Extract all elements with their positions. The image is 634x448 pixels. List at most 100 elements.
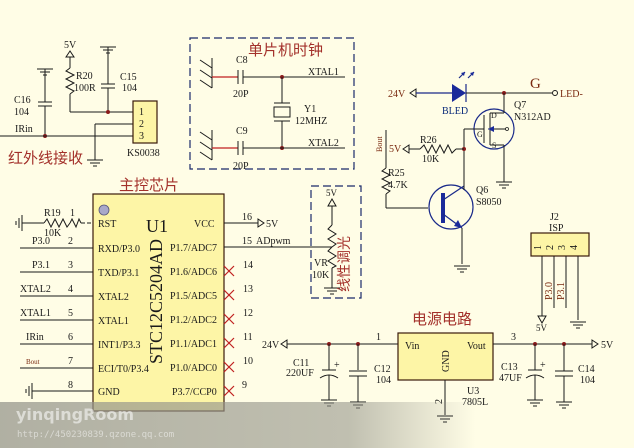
supply-arrow-icon	[65, 50, 75, 58]
ground-icon	[15, 214, 23, 232]
mcu-section: 主控芯片 U1 STC12C5204AD R19 10K 1 RST P3.0 …	[15, 176, 323, 412]
y1-value: 12MHZ	[295, 116, 327, 127]
isp-ref: J2	[550, 212, 559, 223]
ks0038-pin-3: 3	[139, 131, 144, 142]
c15-ref: C15	[120, 72, 137, 83]
pin-3-name: TXD/P3.1	[98, 268, 139, 279]
c9-ref: C9	[236, 126, 248, 137]
c16-value: 104	[14, 107, 29, 118]
bout-net-label: Bout	[375, 136, 384, 152]
output-terminal-icon	[552, 90, 558, 96]
led-label: BLED	[442, 106, 468, 117]
pin-4-net: XTAL2	[20, 284, 51, 295]
no-connect-icon	[223, 385, 235, 397]
c14-ref: C14	[578, 364, 595, 375]
pin-1-name: RST	[98, 219, 116, 230]
c16-ref: C16	[14, 95, 31, 106]
mcu-right-pins: VCC 16 5V P1.7/ADC7 15 ADpwm P1.6/ADC6 1…	[170, 212, 323, 398]
c15-value: 104	[122, 83, 137, 94]
clock-dashed-box	[189, 37, 355, 170]
power-section: 电源电路 24V 1 + C11 220UF C12 104 Vin Vout …	[262, 310, 614, 423]
q6-part: S8050	[476, 197, 502, 208]
led-minus-label: LED-	[560, 89, 583, 100]
ground-icon	[86, 159, 104, 167]
supply-arrow-icon	[409, 88, 417, 98]
ir-supply-label: 5V	[64, 40, 77, 51]
pin-9-number: 9	[242, 380, 247, 391]
q7-ref: Q7	[514, 100, 526, 111]
clock-section: 单片机时钟 C8 20P XTAL1 Y1 12MHZ C9 20P XTAL2	[189, 37, 355, 172]
u3-pin-2: 2	[434, 399, 445, 404]
xtal2-net-label: XTAL2	[308, 138, 339, 149]
pin-14-number: 14	[243, 260, 253, 271]
dimmer-section: 5V VR 10K 线性调光	[310, 185, 362, 299]
pin-15-number: 15	[242, 236, 252, 247]
q7-s-label: S	[492, 141, 496, 150]
ground-icon	[495, 181, 513, 189]
c13-ref: C13	[501, 362, 518, 373]
driver-5v-label: 5V	[389, 144, 402, 155]
isp-pin-3: 3	[557, 245, 568, 250]
no-connect-icon	[223, 265, 235, 277]
c8-value: 20P	[233, 89, 249, 100]
vr-ref: VR	[314, 258, 328, 269]
pin-13-number: 13	[243, 284, 253, 295]
u3-vout: Vout	[467, 341, 486, 352]
pin-12-name: P1.2/ADC2	[170, 315, 217, 326]
isp-pin-4: 4	[569, 245, 580, 250]
pin-7-number: 7	[68, 356, 73, 367]
r20-ref: R20	[76, 71, 93, 82]
c12-value: 104	[376, 375, 391, 386]
r25-value: 4.7K	[388, 180, 409, 191]
pin-8-name: GND	[98, 387, 120, 398]
pin-2-net: P3.0	[32, 236, 50, 247]
mcu-left-pins: P3.0 2 RXD/P3.0 P3.1 3 TXD/P3.1 XTAL2 4 …	[20, 236, 149, 400]
r20-value: 100R	[74, 83, 96, 94]
isp-pin-1: 1	[533, 245, 544, 250]
c12-ref: C12	[374, 364, 391, 375]
ir-receiver-section: 5V R20 100R C15 104 C16 104 IRin	[0, 40, 160, 167]
q7-g-label: G	[477, 130, 483, 139]
supply-arrow-icon	[537, 315, 547, 325]
c13-plus: +	[540, 360, 546, 371]
ks0038-label: KS0038	[127, 148, 160, 159]
driver-24v-label: 24V	[388, 89, 406, 100]
isp-connector	[530, 232, 590, 257]
r19-value: 10K	[44, 228, 62, 239]
pin-2-number: 2	[68, 236, 73, 247]
watermark: yinqingRoom http://450230839.qzone.qq.co…	[0, 402, 634, 448]
isp-section: J2 ISP 1 2 3 4 5V P3.0 P3.1	[530, 212, 590, 333]
pin-5-number: 5	[68, 308, 73, 319]
ground-icon	[453, 265, 471, 273]
pin-6-number: 6	[68, 332, 73, 343]
pin-11-name: P1.1/ADC1	[170, 339, 217, 350]
ks0038-pin-2: 2	[139, 119, 144, 130]
pin-16-net: 5V	[266, 219, 279, 230]
c11-ref: C11	[293, 358, 309, 369]
pin-7-name: ECI/T0/P3.4	[98, 364, 149, 375]
pin-6-name: INT1/P3.3	[98, 340, 141, 351]
pin-10-number: 10	[243, 356, 253, 367]
vr-value: 10K	[312, 270, 330, 281]
led-driver-section: 24V BLED G LED- D G S Q7 N312AD 5	[375, 71, 583, 273]
dimmer-supply-label: 5V	[326, 188, 338, 198]
pin-5-net: XTAL1	[20, 308, 51, 319]
isp-pin-2: 2	[545, 245, 556, 250]
pin-16-number: 16	[242, 212, 252, 223]
r25-ref: R25	[388, 168, 405, 179]
supply-arrow-icon	[591, 339, 599, 349]
pin-9-name: P3.7/CCP0	[172, 387, 217, 398]
resistor-r25	[380, 167, 392, 195]
regulator-u3	[397, 332, 494, 381]
power-vout-label: 5V	[601, 340, 614, 351]
watermark-name: yinqingRoom	[16, 405, 135, 424]
potentiometer-vr	[327, 224, 337, 248]
u3-vin: Vin	[405, 341, 419, 352]
power-vin-label: 24V	[262, 340, 280, 351]
ir-section-title: 红外线接收	[8, 149, 83, 167]
dimmer-dashed-box	[310, 185, 362, 299]
supply-arrow-icon	[402, 144, 410, 154]
resistor-r26	[419, 143, 457, 155]
irin-net-label: IRin	[15, 124, 33, 135]
pin-4-number: 4	[68, 284, 73, 295]
